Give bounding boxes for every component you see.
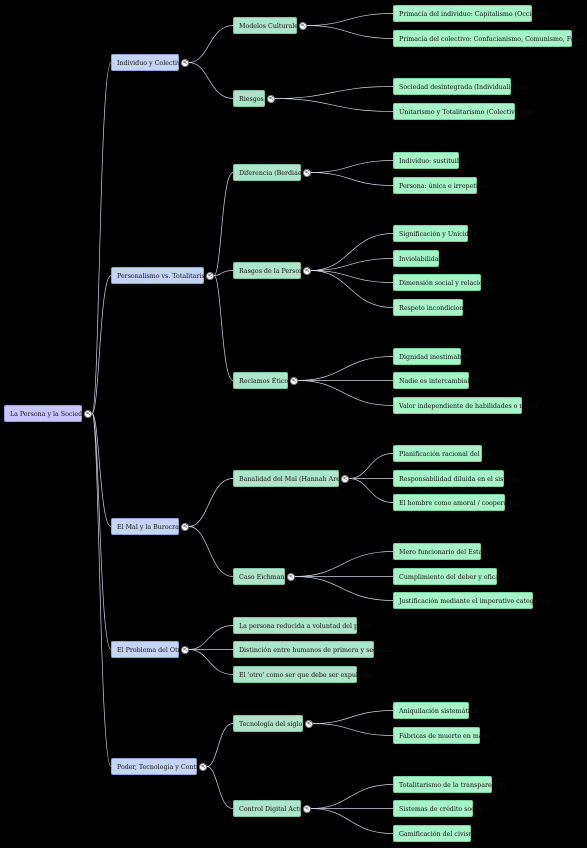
- leaf-dignidad-inestimable[interactable]: Dignidad inestimable: [393, 348, 467, 365]
- collapse-root-icon[interactable]: <: [84, 409, 92, 418]
- connector-n-2: [91, 413, 112, 527]
- collapse-eichmann-icon[interactable]: <: [287, 572, 295, 581]
- node-tecnologia-siglo-xx[interactable]: Tecnología del siglo XX: [233, 715, 313, 732]
- leaf-hombre-amoral[interactable]: El hombre como amoral / cooperador: [393, 494, 518, 511]
- connector-n-4-1-0: [310, 784, 394, 809]
- branch-mal-burocracia[interactable]: El Mal y la Burocracia: [111, 518, 188, 535]
- collapse-modelos-icon[interactable]: <: [299, 21, 307, 30]
- connector-n-1-1-3: [310, 270, 394, 308]
- collapse-personalismo-icon[interactable]: <: [206, 271, 214, 280]
- leaf-mero-funcionario[interactable]: Mero funcionario del Estado: [393, 543, 490, 560]
- node-diferencia-berdiaev[interactable]: Diferencia (Berdiáev): [233, 164, 308, 181]
- branch-personalismo[interactable]: Personalismo vs. Totalitarismo: [111, 267, 214, 284]
- collapse-otro-icon[interactable]: <: [181, 645, 189, 654]
- connector-n-1-0-1: [310, 172, 394, 186]
- leaf-sociedad-desintegrada[interactable]: Sociedad desintegrada (Individualismo): [393, 78, 526, 95]
- leaf-cumplimiento-deber[interactable]: Cumplimiento del deber y eficacia: [393, 568, 508, 585]
- node-distincion-humanos[interactable]: Distinción entre humanos de primera y se…: [233, 641, 393, 658]
- connector-n-1-0: [213, 172, 234, 276]
- leaf-inviolabilidad[interactable]: Inviolabilidad: [393, 250, 443, 267]
- leaf-primacia-colectivo[interactable]: Primacía del colectivo: Confucianismo, C…: [393, 30, 587, 47]
- connector-n-2-1: [188, 526, 234, 577]
- connector-n-0-1: [188, 62, 234, 99]
- connector-n-3-2: [188, 649, 234, 675]
- connector-n-2-0-2: [348, 478, 394, 503]
- connector-n-0: [91, 62, 112, 414]
- connector-n-0-1-1: [274, 98, 394, 112]
- node-caso-eichmann[interactable]: Caso Eichmann: [233, 568, 289, 585]
- connector-n-4: [91, 413, 112, 767]
- collapse-control-icon[interactable]: <: [303, 804, 311, 813]
- connector-n-0-1-0: [274, 86, 394, 99]
- collapse-banalidad-icon[interactable]: <: [341, 474, 349, 483]
- connector-n-0-0: [188, 25, 234, 63]
- branch-problema-otro[interactable]: El Problema del Otro: [111, 641, 184, 658]
- leaf-totalitarismo-transparencia[interactable]: Totalitarismo de la transparencia: [393, 776, 505, 793]
- connector-n-1: [91, 275, 112, 414]
- connector-n-4-0-0: [312, 710, 394, 724]
- connector-n-1-1: [213, 270, 234, 276]
- connector-n-3: [91, 413, 112, 650]
- collapse-tecnologia-icon[interactable]: <: [305, 719, 313, 728]
- collapse-rasgos-icon[interactable]: <: [303, 266, 311, 275]
- root-node[interactable]: La Persona y la Sociedad: [4, 405, 90, 422]
- branch-individuo-colectivo[interactable]: Individuo y Colectivo: [111, 54, 184, 71]
- leaf-planificacion-racional[interactable]: Planificación racional del mal: [393, 445, 493, 462]
- connector-n-4-0-1: [312, 723, 394, 736]
- leaf-nadie-intercambiable[interactable]: Nadie es intercambiable: [393, 372, 477, 389]
- leaf-responsabilidad-diluida[interactable]: Responsabilidad diluida en el sistema: [393, 470, 519, 487]
- leaf-aniquilacion[interactable]: Aniquilación sistemática: [393, 702, 477, 719]
- node-persona-reducida[interactable]: La persona reducida a voluntad del poder: [233, 617, 373, 634]
- leaf-valor-independiente[interactable]: Valor independiente de habilidades o ran…: [393, 397, 538, 414]
- branch-poder-tecnologia[interactable]: Poder, Tecnología y Control: [111, 758, 205, 775]
- connector-n-1-0-0: [310, 160, 394, 173]
- collapse-reclamos-icon[interactable]: <: [290, 376, 298, 385]
- connector-n-1-2-0: [297, 356, 394, 381]
- collapse-diferencia-icon[interactable]: <: [303, 168, 311, 177]
- connector-n-1-1-2: [310, 270, 394, 283]
- connector-n-1-2: [213, 275, 234, 381]
- connector-n-3-0: [188, 625, 234, 650]
- node-rasgos-persona[interactable]: Rasgos de la Persona: [233, 262, 307, 279]
- connector-n-0-0-1: [306, 25, 394, 39]
- node-control-digital[interactable]: Control Digital Actual: [233, 800, 309, 817]
- leaf-dimension-social[interactable]: Dimensión social y relacional: [393, 274, 492, 291]
- connector-n-1-1-1: [310, 258, 394, 271]
- connector-n-2-1-0: [294, 551, 394, 577]
- connector-n-4-0: [206, 723, 234, 767]
- collapse-individuo-icon[interactable]: <: [181, 58, 189, 67]
- leaf-persona-unica[interactable]: Persona: única e irrepetible: [393, 177, 488, 194]
- node-otro-expulsado[interactable]: El 'otro' como ser que debe ser expulsad…: [233, 666, 373, 683]
- node-riesgos[interactable]: Riesgos: [233, 90, 265, 107]
- connector-n-2-0: [188, 478, 234, 527]
- collapse-poder-icon[interactable]: <: [199, 762, 207, 771]
- leaf-credito-social[interactable]: Sistemas de crédito social: [393, 800, 483, 817]
- collapse-mal-icon[interactable]: <: [181, 522, 189, 531]
- node-reclamos-eticos[interactable]: Reclamos Éticos: [233, 372, 291, 389]
- leaf-respeto-incondicional[interactable]: Respeto incondicional: [393, 299, 469, 316]
- node-banalidad-mal[interactable]: Banalidad del Mal (Hannah Arendt): [233, 470, 353, 487]
- collapse-riesgos-icon[interactable]: <: [267, 94, 275, 103]
- leaf-gamificacion-civismo[interactable]: Gamificación del civismo: [393, 825, 479, 842]
- connector-n-1-2-2: [297, 380, 394, 406]
- node-modelos-culturales[interactable]: Modelos Culturales: [233, 17, 301, 34]
- leaf-primacia-individuo[interactable]: Primacía del individuo: Capitalismo (Occ…: [393, 5, 552, 22]
- connector-n-4-1-2: [310, 808, 394, 834]
- connector-n-2-1-2: [294, 576, 394, 601]
- leaf-individuo-sustituible[interactable]: Individuo: sustituible: [393, 152, 467, 169]
- connector-n-1-1-0: [310, 233, 394, 271]
- connector-n-0-0-0: [306, 13, 394, 26]
- leaf-justificacion-imperativo[interactable]: Justificación mediante el imperativo cat…: [393, 592, 550, 609]
- leaf-significacion-unicidad[interactable]: Significación y Unicidad: [393, 225, 477, 242]
- leaf-unitarismo[interactable]: Unitarismo y Totalitarismo (Colectivismo…: [393, 103, 532, 120]
- leaf-fabricas-muerte[interactable]: Fábricas de muerte en masa: [393, 727, 490, 744]
- connector-n-4-1: [206, 766, 234, 809]
- connector-n-2-0-0: [348, 453, 394, 479]
